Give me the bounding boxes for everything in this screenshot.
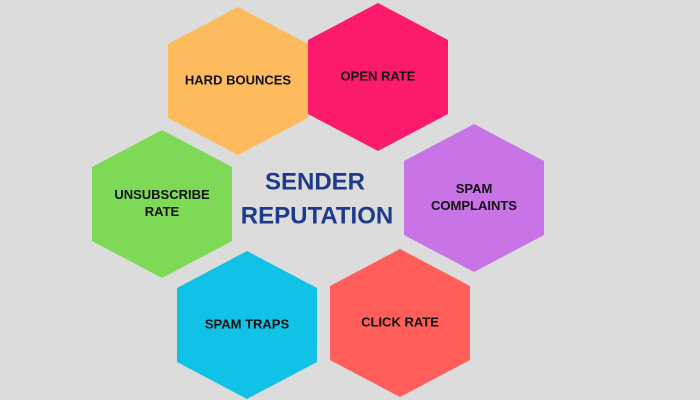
center-title-line-2: REPUTATION [241, 202, 393, 229]
hexagon-click-rate: CLICK RATE [330, 249, 470, 397]
hexagon-label-spam-traps: SPAM TRAPS [205, 316, 290, 331]
hexagon-shape-open-rate [308, 3, 448, 151]
hexagon-label-open-rate: OPEN RATE [341, 68, 416, 83]
hexagon-unsubscribe-rate: UNSUBSCRIBE RATE [92, 130, 232, 278]
hexagon-hard-bounces: HARD BOUNCES [168, 7, 308, 155]
center-title: SENDER REPUTATION [241, 168, 393, 229]
hexagon-spam-complaints: SPAM COMPLAINTS [404, 124, 544, 272]
hexagon-shape-click-rate [330, 249, 470, 397]
hexagon-label-unsubscribe-rate-line-1: UNSUBSCRIBE [114, 187, 210, 202]
hexagon-label-spam-complaints-line-2: COMPLAINTS [431, 198, 517, 213]
hexagon-shape-spam-complaints [404, 124, 544, 272]
hexagon-spam-traps: SPAM TRAPS [177, 251, 317, 399]
center-title-line-1: SENDER [265, 168, 365, 195]
hexagon-open-rate: OPEN RATE [308, 3, 448, 151]
hexagon-shape-hard-bounces [168, 7, 308, 155]
hexagon-label-unsubscribe-rate-line-2: RATE [145, 204, 180, 219]
hexagon-label-click-rate: CLICK RATE [361, 314, 439, 329]
hexagon-label-spam-complaints-line-1: SPAM [456, 181, 493, 196]
hexagon-shape-spam-traps [177, 251, 317, 399]
hexagon-label-hard-bounces: HARD BOUNCES [185, 72, 292, 87]
hexagon-group: HARD BOUNCES OPEN RATE SPAM COMPLAINTS CLICK… [92, 3, 544, 399]
hexagon-shape-unsubscribe-rate [92, 130, 232, 278]
